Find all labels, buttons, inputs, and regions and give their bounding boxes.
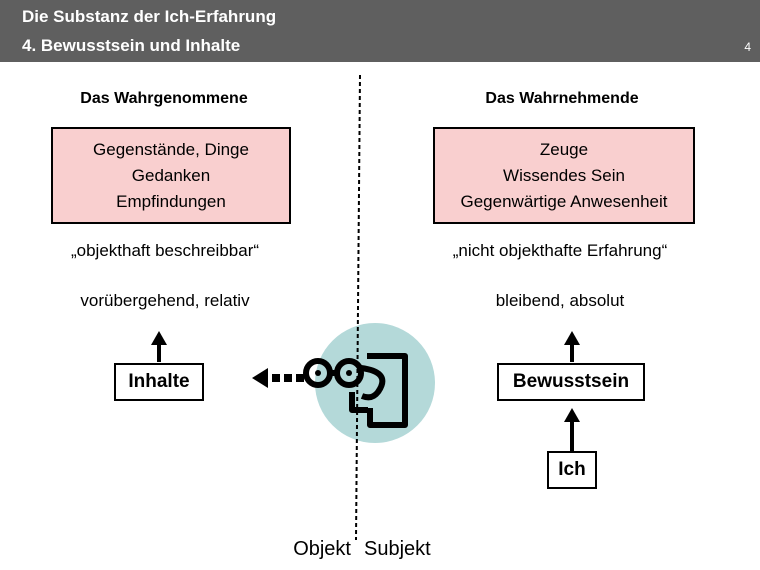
eye-pupils: [315, 370, 352, 376]
perceived-line-2: Gedanken: [131, 165, 211, 185]
slide-title: Die Substanz der Ich-Erfahrung: [22, 7, 277, 26]
ich-node: Ich: [547, 451, 597, 489]
objekt-label: Objekt: [293, 538, 351, 560]
arrow-up-icon: [564, 331, 580, 362]
header-bar: Die Substanz der Ich-Erfahrung 4. Bewuss…: [0, 0, 760, 62]
left-quote: „objekthaft beschreibbar“: [70, 241, 260, 260]
perceiver-line-2: Wissendes Sein: [503, 165, 625, 185]
page-number: 4: [744, 40, 751, 54]
perceived-line-1: Gegenstände, Dinge: [93, 139, 249, 159]
right-quote: „nicht objekthafte Erfahrung“: [452, 241, 668, 260]
bewusstsein-node: Bewusstsein: [497, 363, 645, 401]
arrow-up-icon: [564, 408, 580, 451]
perceiver-line-1: Zeuge: [539, 139, 589, 159]
object-subject-divider: [355, 74, 361, 541]
left-heading: Das Wahrgenommene: [80, 90, 248, 107]
right-quality: bleibend, absolut: [495, 291, 625, 310]
perceiver-box: Zeuge Wissendes Sein Gegenwärtige Anwese…: [433, 127, 695, 224]
left-quality: vorübergehend, relativ: [80, 291, 250, 310]
right-heading: Das Wahrnehmende: [485, 90, 639, 107]
arrow-up-icon: [151, 331, 167, 362]
dotted-arrow-left-icon: [252, 368, 304, 388]
slide-subtitle: 4. Bewusstsein und Inhalte: [22, 36, 241, 55]
perceived-box: Gegenstände, Dinge Gedanken Empfindungen: [51, 127, 291, 224]
perceiver-line-3: Gegenwärtige Anwesenheit: [460, 191, 668, 211]
face-with-glasses-icon: [303, 353, 408, 428]
subjekt-label: Subjekt: [364, 538, 431, 560]
perceived-line-3: Empfindungen: [116, 191, 226, 211]
inhalte-node: Inhalte: [114, 363, 204, 401]
